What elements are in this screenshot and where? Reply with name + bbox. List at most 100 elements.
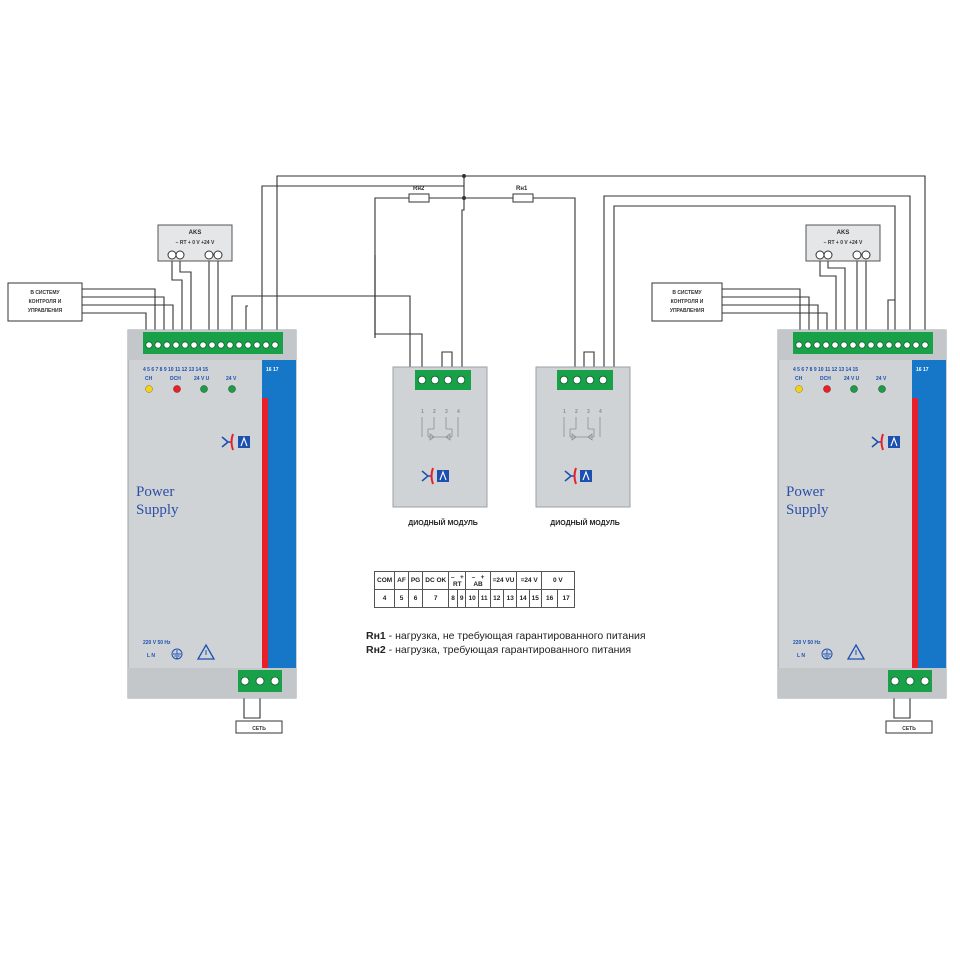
left-psu-title-1: Power (136, 484, 174, 500)
right-led-green-1 (850, 385, 858, 393)
left-terminal-screws (145, 341, 279, 349)
left-ext-line-2: КОНТРОЛЯ И (29, 299, 62, 305)
dm1-label: ДИОДНЫЙ МОДУЛЬ (408, 518, 478, 527)
left-psu-title-2: Supply (136, 502, 179, 518)
wire-left-ext1 (82, 288, 156, 332)
dm2-pin-3: 3 (587, 409, 590, 415)
right-terminal-numbers-hi: 16 17 (916, 367, 929, 373)
right-led-yellow (795, 385, 803, 393)
right-terminal-numbers: 4 5 6 7 8 9 10 11 12 13 14 15 (793, 367, 858, 373)
wire-right-ext2 (722, 296, 810, 332)
wire-right-mains (893, 690, 911, 719)
wire-right-aks1 (819, 258, 837, 332)
dm1-pin-3: 3 (445, 409, 448, 415)
right-psu-title-1: Power (786, 484, 824, 500)
dm1-pin-2: 2 (433, 409, 436, 415)
right-psu-mains-terms: L N (797, 653, 805, 659)
wire-dm2-b (603, 195, 911, 370)
terminal-table: COM AF PG DC OK – + RT – + AB =24 VU =24… (373, 571, 575, 608)
rt-minus: – (450, 573, 455, 581)
right-ext-line-3: УПРАВЛЕНИЯ (670, 308, 705, 314)
load-rn1: Rн1 (512, 186, 534, 203)
wire-left-aks1 (171, 258, 183, 332)
legend-rn1-key: Rн1 (366, 630, 386, 642)
junction-dot (462, 196, 466, 200)
left-aks-labels: – RT + 0 V +24 V (176, 240, 215, 246)
tn-17: 17 (557, 589, 575, 608)
dm2-pin-1: 1 (563, 409, 566, 415)
tn-8: 8 (448, 589, 458, 608)
dm2-diode-schematic-icon (563, 417, 601, 441)
tn-6: 6 (407, 589, 424, 608)
right-control-box: В СИСТЕМУ КОНТРОЛЯ И УПРАВЛЕНИЯ (651, 282, 723, 322)
rt-plus: + (459, 573, 464, 581)
wire-left-24vu (245, 305, 248, 332)
tn-16: 16 (540, 589, 559, 608)
right-power-supply: 4 5 6 7 8 9 10 11 12 13 14 15 16 17 CH D… (777, 329, 947, 734)
left-control-box: В СИСТЕМУ КОНТРОЛЯ И УПРАВЛЕНИЯ (7, 282, 83, 322)
th-pg: PG (407, 571, 424, 590)
wire-left-ext3 (82, 304, 174, 332)
left-led-label-24v: 24 V (226, 376, 237, 382)
dm1-brand-logo-icon (421, 467, 449, 485)
th-af: AF (394, 571, 409, 590)
right-led-label-ch: CH (795, 376, 803, 382)
tn-4: 4 (373, 589, 396, 608)
wire-bus-2 (261, 185, 464, 330)
left-ext-line-1: В СИСТЕМУ (30, 290, 60, 296)
legend-rn2: Rн2 - нагрузка, требующая гарантированно… (366, 644, 631, 656)
th-0v: 0 V (540, 571, 575, 590)
wire-dm1-b (441, 351, 453, 370)
left-net-label: СЕТЬ (252, 726, 266, 732)
left-led-label-24vu: 24 V U (194, 376, 210, 382)
left-led-label-dch: DCH (170, 376, 181, 382)
left-terminal-numbers-hi: 16 17 (266, 367, 279, 373)
wire-left-ext4 (82, 312, 147, 332)
tn-10: 10 (465, 589, 479, 608)
th-24v: =24 V (516, 571, 542, 590)
dm2-brand-logo-icon (564, 467, 592, 485)
th-ab: – + AB (465, 571, 491, 590)
right-aks-block: AKS – RT + 0 V +24 V (805, 224, 881, 262)
left-aks-title: AKS (189, 230, 202, 236)
right-ground-icon (821, 648, 833, 660)
tn-7: 7 (422, 589, 450, 608)
tn-12: 12 (489, 589, 505, 608)
left-aks-block: AKS – RT + 0 V +24 V (157, 224, 233, 262)
ab-label: AB (473, 580, 483, 588)
right-psu-title-2: Supply (786, 502, 829, 518)
tn-13: 13 (502, 589, 518, 608)
legend-rn1-text: - нагрузка, не требующая гарантированног… (385, 630, 646, 642)
left-terminal-numbers: 4 5 6 7 8 9 10 11 12 13 14 15 (143, 367, 208, 373)
wire-right-b (613, 205, 896, 370)
wire-rn2 (374, 197, 409, 338)
rn1-label: Rн1 (516, 186, 528, 192)
th-rt: – + RT (448, 571, 467, 590)
legend-rn1: Rн1 - нагрузка, не требующая гарантирова… (366, 630, 646, 642)
left-psu-ratings: 220 V 50 Hz (143, 640, 171, 646)
tn-9: 9 (456, 589, 467, 608)
th-com: COM (373, 571, 396, 590)
right-psu-ratings: 220 V 50 Hz (793, 640, 821, 646)
terminal-table-header-row: COM AF PG DC OK – + RT – + AB =24 VU =24… (373, 571, 575, 590)
load-rn2: Rн2 (408, 186, 430, 203)
dm2-pin-4: 4 (599, 409, 602, 415)
tn-15: 15 (528, 589, 542, 608)
left-power-supply: 4 5 6 7 8 9 10 11 12 13 14 15 16 17 CH D… (127, 329, 297, 734)
junction-dot (462, 174, 466, 178)
right-net-label: СЕТЬ (902, 726, 916, 732)
left-led-green-1 (200, 385, 208, 393)
left-led-yellow (145, 385, 153, 393)
right-aks-title: AKS (837, 230, 850, 236)
right-led-label-dch: DCH (820, 376, 831, 382)
right-ext-line-1: В СИСТЕМУ (672, 290, 702, 296)
left-brand-logo-icon (221, 433, 250, 451)
dm2-pin-2: 2 (575, 409, 578, 415)
left-ground-icon (171, 648, 183, 660)
wire-rn1-b (533, 197, 576, 360)
dm2-label: ДИОДНЫЙ МОДУЛЬ (550, 518, 620, 527)
wire-right-ext4 (722, 312, 828, 332)
left-psu-mains-terms: L N (147, 653, 155, 659)
right-led-label-24vu: 24 V U (844, 376, 860, 382)
